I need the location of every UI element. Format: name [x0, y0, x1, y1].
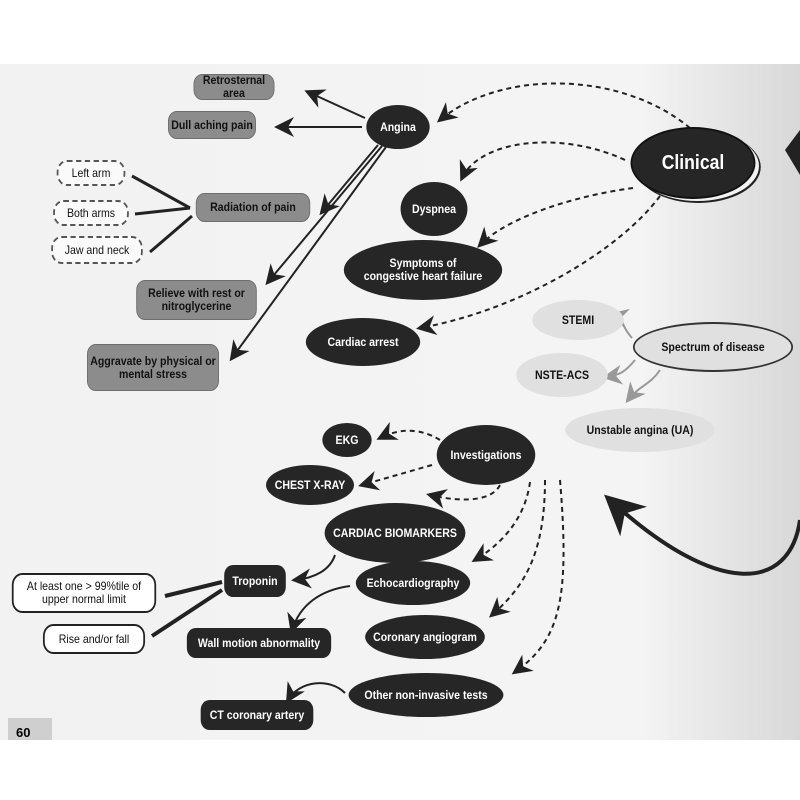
node-99th-percentile: At least one > 99%tile of upper normal l… [11, 573, 157, 613]
node-spectrum-of-disease: Spectrum of disease [632, 322, 794, 372]
node-other-noninvasive: Other non-invasive tests [348, 673, 504, 717]
node-left-arm: Left arm [56, 160, 126, 186]
node-clinical: Clinical [630, 127, 756, 199]
link-clinical-arrest [416, 195, 661, 336]
node-ct-coronary: CT coronary artery [200, 700, 314, 730]
node-jaw-and-neck: Jaw and neck [51, 236, 143, 264]
node-chest-xray: CHEST X-RAY [266, 465, 354, 505]
link-inv-angio [489, 479, 546, 618]
link-angina-radiation [319, 144, 379, 216]
link-clinical-dyspnea [459, 141, 626, 182]
node-aggravate: Aggravate by physical or mental stress [87, 344, 219, 391]
link-clinical-angina [436, 82, 691, 129]
link-inv-echo [471, 481, 531, 563]
link-inv-cxr [358, 464, 433, 491]
node-cardiac-biomarkers: CARDIAC BIOMARKERS [324, 503, 466, 563]
node-chf-symptoms: Symptoms of congestive heart failure [343, 240, 503, 300]
node-stemi: STEMI [532, 300, 624, 340]
node-nste-acs: NSTE-ACS [516, 353, 608, 397]
link-inv-ekg [376, 421, 441, 441]
link-clinical-chf [477, 187, 634, 248]
link-angina-aggravate [229, 146, 387, 362]
link-inv-other [511, 479, 565, 675]
link-angina-relieve [265, 145, 383, 286]
node-investigations: Investigations [436, 425, 536, 485]
page-number: 60 [8, 718, 52, 740]
node-ekg: EKG [322, 423, 372, 457]
node-relieve: Relieve with rest or nitroglycerine [136, 280, 257, 320]
node-echocardiography: Echocardiography [355, 561, 471, 605]
node-dull-aching-pain: Dull aching pain [168, 111, 256, 139]
node-rise-fall: Rise and/or fall [42, 624, 146, 654]
node-coronary-angiogram: Coronary angiogram [365, 615, 485, 659]
node-wall-motion: Wall motion abnormality [186, 628, 332, 658]
node-both-arms: Both arms [53, 200, 129, 226]
node-dyspnea: Dyspnea [400, 182, 468, 236]
node-radiation-of-pain: Radiation of pain [195, 193, 311, 222]
node-unstable-angina: Unstable angina (UA) [565, 408, 715, 452]
node-cardiac-arrest: Cardiac arrest [305, 318, 421, 366]
node-angina: Angina [366, 105, 430, 149]
link-angina-retrosternal [304, 89, 366, 119]
node-troponin: Troponin [224, 565, 286, 597]
link-big-arrow [604, 494, 800, 576]
node-retrosternal-area: Retrosternal area [193, 74, 275, 100]
link-inv-bio [426, 484, 501, 509]
